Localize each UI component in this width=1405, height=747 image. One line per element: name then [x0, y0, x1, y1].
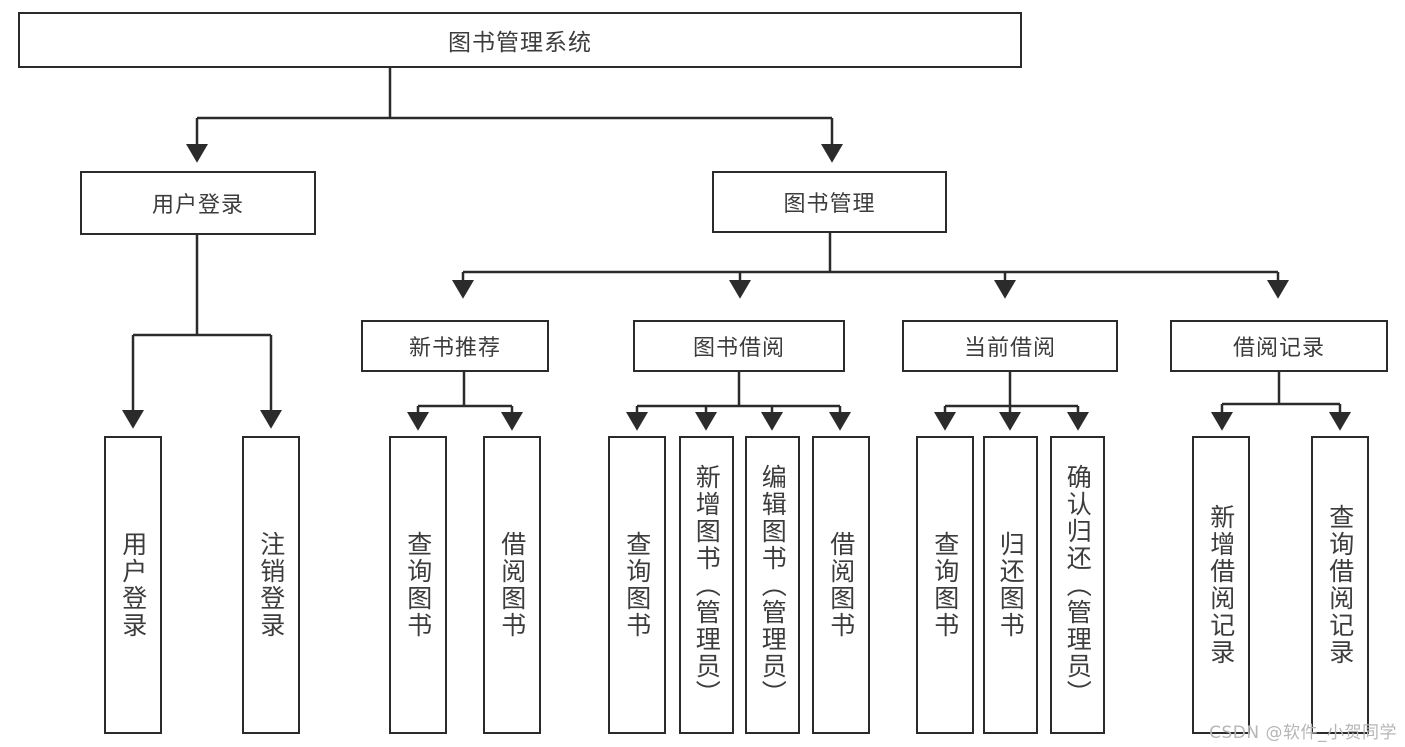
node-label: 确认归还（管理员）	[1063, 463, 1093, 707]
node-root-system[interactable]: 图书管理系统	[18, 12, 1022, 68]
node-label: 用户登录	[118, 531, 148, 639]
node-label: 图书借阅	[692, 336, 785, 361]
leaf-borrow-book[interactable]: 借阅图书	[812, 436, 870, 734]
leaf-record-add[interactable]: 新增借阅记录	[1192, 436, 1250, 734]
node-borrow-records[interactable]: 借阅记录	[1170, 320, 1388, 372]
leaf-newbook-borrow[interactable]: 借阅图书	[483, 436, 541, 734]
node-label: 新增借阅记录	[1206, 504, 1236, 666]
leaf-user-logout[interactable]: 注销登录	[242, 436, 300, 734]
leaf-borrow-query[interactable]: 查询图书	[608, 436, 666, 734]
node-label: 图书管理	[783, 192, 876, 217]
node-label: 查询图书	[622, 531, 652, 639]
node-label: 归还图书	[996, 531, 1026, 639]
leaf-current-query[interactable]: 查询图书	[916, 436, 974, 734]
node-new-book-recommend[interactable]: 新书推荐	[361, 320, 549, 372]
leaf-current-confirm-return-admin[interactable]: 确认归还（管理员）	[1050, 436, 1105, 734]
node-label: 查询借阅记录	[1325, 504, 1355, 666]
node-user-login[interactable]: 用户登录	[80, 171, 316, 235]
node-label: 编辑图书（管理员）	[758, 463, 788, 707]
leaf-current-return[interactable]: 归还图书	[983, 436, 1038, 734]
leaf-user-login[interactable]: 用户登录	[104, 436, 162, 734]
node-label: 借阅记录	[1232, 336, 1325, 361]
node-label: 查询图书	[930, 531, 960, 639]
node-book-management[interactable]: 图书管理	[712, 171, 947, 233]
node-label: 新书推荐	[408, 336, 501, 361]
leaf-record-query[interactable]: 查询借阅记录	[1311, 436, 1369, 734]
leaf-newbook-query[interactable]: 查询图书	[389, 436, 447, 734]
node-book-borrow[interactable]: 图书借阅	[633, 320, 845, 372]
node-label: 当前借阅	[963, 336, 1056, 361]
node-label: 注销登录	[256, 531, 286, 639]
node-label: 查询图书	[403, 531, 433, 639]
node-label: 借阅图书	[497, 531, 527, 639]
node-label: 新增图书（管理员）	[692, 463, 722, 707]
node-label: 用户登录	[151, 193, 244, 218]
leaf-borrow-add-admin[interactable]: 新增图书（管理员）	[679, 436, 734, 734]
node-label: 图书管理系统	[448, 30, 592, 56]
node-current-borrow[interactable]: 当前借阅	[902, 320, 1118, 372]
leaf-borrow-edit-admin[interactable]: 编辑图书（管理员）	[745, 436, 800, 734]
node-label: 借阅图书	[826, 531, 856, 639]
